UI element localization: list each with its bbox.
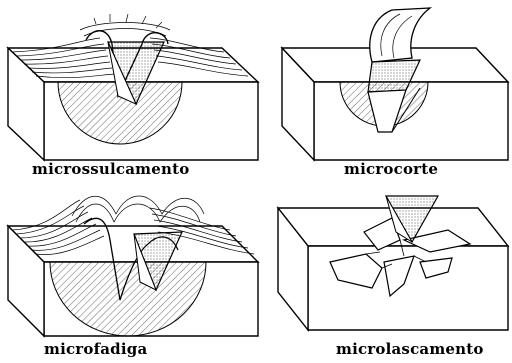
block-microcorte bbox=[282, 8, 508, 160]
caption-microlascamento: microlascamento bbox=[336, 340, 484, 358]
block-microfadiga bbox=[8, 196, 258, 336]
block-microssulcamento bbox=[8, 14, 258, 160]
caption-microcorte: microcorte bbox=[344, 160, 438, 178]
caption-microssulcamento: microssulcamento bbox=[32, 160, 189, 178]
block-microlascamento bbox=[278, 196, 508, 330]
block-top-face bbox=[8, 226, 258, 262]
caption-microfadiga: microfadiga bbox=[44, 340, 147, 358]
